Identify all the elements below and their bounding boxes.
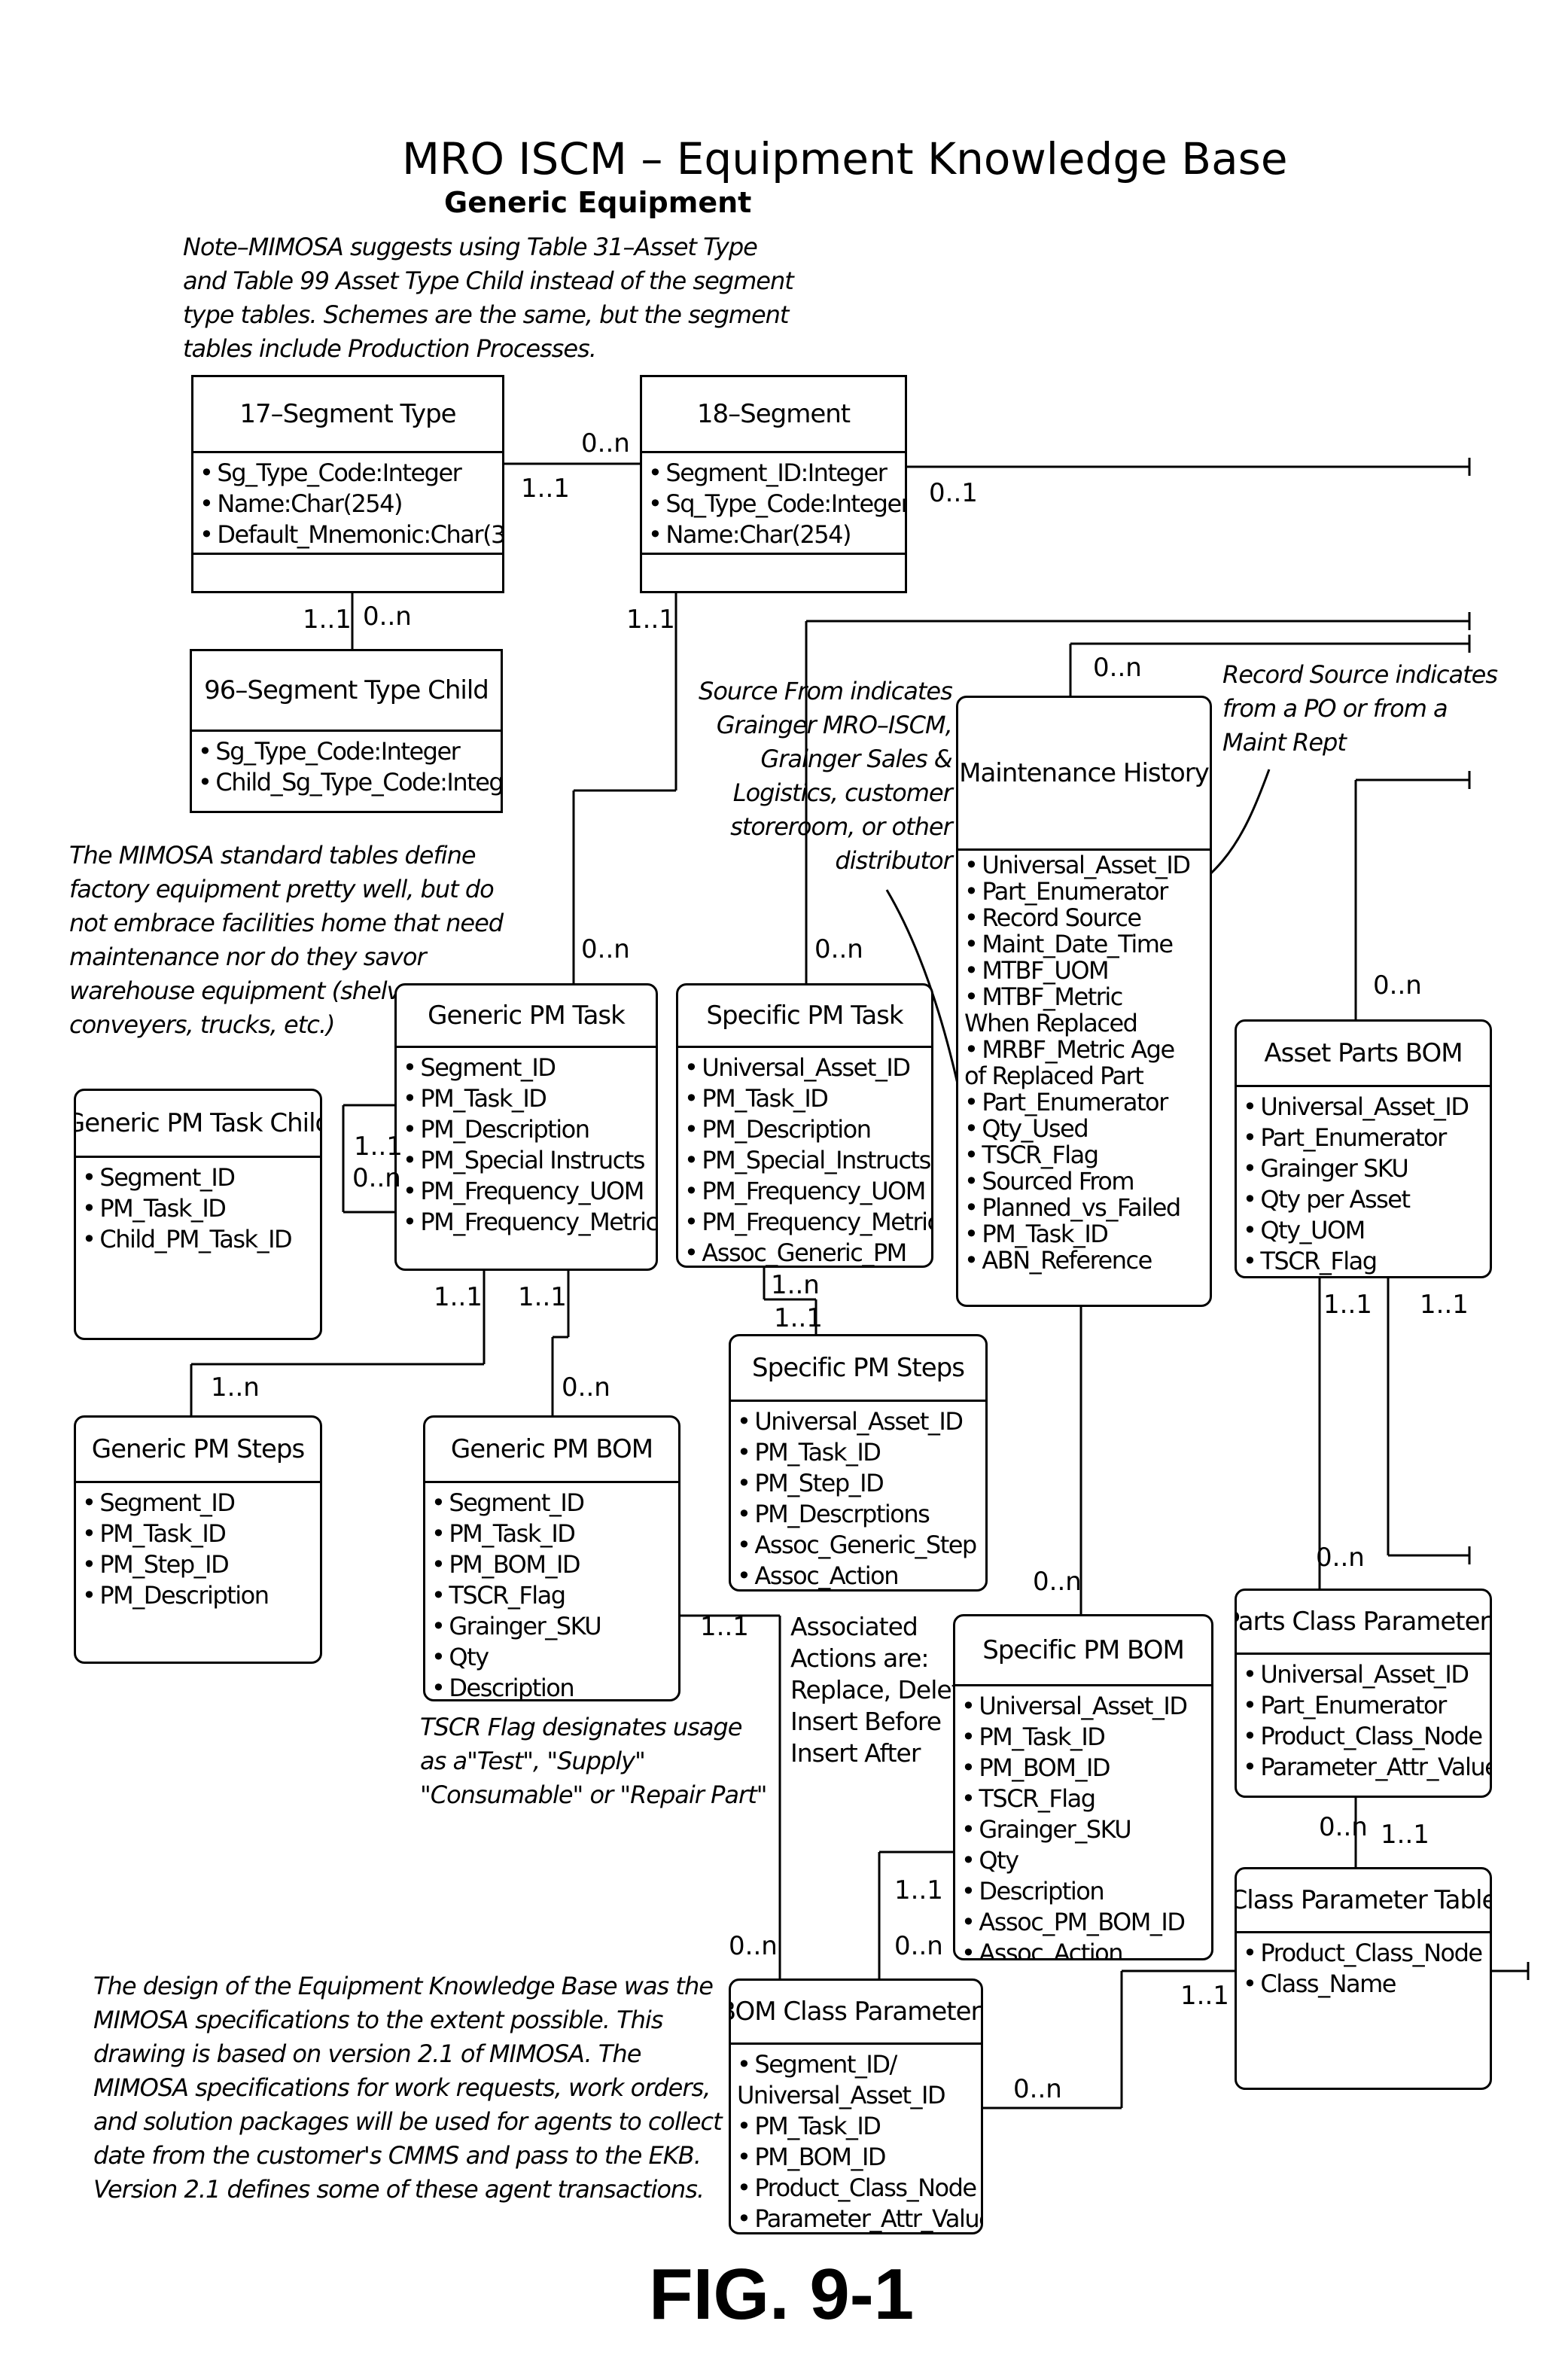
entity-title: Maintenance History bbox=[958, 698, 1210, 851]
cardinality-label: 0..n bbox=[1013, 2076, 1062, 2102]
cardinality-label: 0..1 bbox=[929, 480, 978, 506]
entity-parts-class-parameters: Parts Class Parameters Universal_Asset_I… bbox=[1235, 1589, 1492, 1798]
entity-generic-pm-task-child: Generic PM Task Child Segment_ID PM_Task… bbox=[74, 1089, 322, 1340]
cardinality-label: 1..1 bbox=[626, 607, 675, 632]
entity-fields: Segment_ID:Integer Sq_Type_Code:Integer … bbox=[642, 453, 905, 550]
entity-generic-pm-bom: Generic PM BOM Segment_ID PM_Task_ID PM_… bbox=[423, 1415, 680, 1701]
entity-segment-type-child: 96–Segment Type Child Sg_Type_Code:Integ… bbox=[190, 649, 503, 813]
tscr-flag-note: TSCR Flag designates usage as a"Test", "… bbox=[420, 1710, 766, 1812]
cardinality-label: 1..1 bbox=[1180, 1983, 1229, 2009]
entity-fields: Universal_Asset_ID Part_Enumerator Grain… bbox=[1237, 1087, 1490, 1277]
cardinality-label: 1..1 bbox=[434, 1284, 483, 1310]
cardinality-label: 0..n bbox=[562, 1375, 610, 1400]
entity-title: Specific PM BOM bbox=[955, 1616, 1211, 1686]
cardinality-label: 0..n bbox=[581, 937, 630, 962]
entity-title: 18–Segment bbox=[642, 377, 905, 453]
entity-title: BOM Class Parameters bbox=[731, 1981, 981, 2045]
cardinality-label: 0..n bbox=[729, 1933, 778, 1959]
figure-label: FIG. 9-1 bbox=[649, 2259, 914, 2331]
cardinality-label: 0..n bbox=[814, 937, 863, 962]
entity-specific-pm-task: Specific PM Task Universal_Asset_ID PM_T… bbox=[676, 983, 933, 1268]
entity-segment-type: 17–Segment Type Sg_Type_Code:Integer Nam… bbox=[191, 375, 504, 593]
entity-specific-pm-bom: Specific PM BOM Universal_Asset_ID PM_Ta… bbox=[953, 1614, 1213, 1960]
entity-fields: Universal_Asset_ID Part_Enumerator Recor… bbox=[958, 851, 1210, 1274]
entity-title: Parts Class Parameters bbox=[1237, 1591, 1490, 1655]
entity-fields: Segment_ID PM_Task_ID Child_PM_Task_ID bbox=[76, 1158, 320, 1255]
entity-title: Specific PM Steps bbox=[731, 1336, 985, 1402]
entity-fields: Universal_Asset_ID PM_Task_ID PM_Descrip… bbox=[678, 1048, 931, 1268]
cardinality-label: 1..1 bbox=[1420, 1292, 1469, 1317]
cardinality-label: 1..1 bbox=[1381, 1822, 1429, 1847]
diagram-subtitle: Generic Equipment bbox=[444, 188, 751, 217]
cardinality-label: 1..1 bbox=[303, 607, 352, 632]
cardinality-label: 0..n bbox=[352, 1165, 401, 1191]
entity-title: Asset Parts BOM bbox=[1237, 1022, 1490, 1087]
cardinality-label: 0..n bbox=[894, 1933, 943, 1959]
entity-fields: Universal_Asset_ID PM_Task_ID PM_Step_ID… bbox=[731, 1402, 985, 1592]
entity-fields: Segment_ID PM_Task_ID PM_Description PM_… bbox=[397, 1048, 656, 1238]
entity-fields: Universal_Asset_ID PM_Task_ID PM_BOM_ID … bbox=[955, 1686, 1211, 1960]
associated-actions-note: Associated Actions are: Replace, Delete … bbox=[790, 1611, 975, 1769]
entity-fields: Universal_Asset_ID Part_Enumerator Produ… bbox=[1237, 1655, 1490, 1783]
entity-specific-pm-steps: Specific PM Steps Universal_Asset_ID PM_… bbox=[729, 1334, 988, 1592]
entity-fields: Product_Class_Node Class_Name bbox=[1237, 1933, 1490, 2000]
cardinality-label: 0..n bbox=[363, 604, 412, 629]
entity-title: 96–Segment Type Child bbox=[192, 651, 501, 732]
cardinality-label: 1..n bbox=[211, 1375, 260, 1400]
cardinality-label: 0..n bbox=[1316, 1545, 1365, 1570]
cardinality-label: 0..n bbox=[1373, 973, 1422, 998]
entity-title: Generic PM Task bbox=[397, 985, 656, 1048]
entity-fields: Segment_ID/ Universal_Asset_ID PM_Task_I… bbox=[731, 2045, 981, 2234]
entity-title: 17–Segment Type bbox=[193, 377, 502, 453]
cardinality-label: 1..1 bbox=[354, 1134, 403, 1159]
cardinality-label: 1..1 bbox=[894, 1878, 943, 1903]
cardinality-label: 1..1 bbox=[521, 476, 570, 501]
cardinality-label: 0..n bbox=[1093, 655, 1142, 681]
entity-title: Specific PM Task bbox=[678, 985, 931, 1048]
cardinality-label: 1..1 bbox=[774, 1305, 823, 1331]
diagram-title: MRO ISCM – Equipment Knowledge Base bbox=[402, 137, 1288, 181]
entity-title: Class Parameter Table bbox=[1237, 1869, 1490, 1933]
entity-title: Generic PM Steps bbox=[76, 1418, 320, 1483]
source-from-note: Source From indicates Grainger MRO–ISCM,… bbox=[699, 675, 952, 878]
mimosa-note: Note–MIMOSA suggests using Table 31–Asse… bbox=[183, 230, 793, 366]
entity-bom-class-parameters: BOM Class Parameters Segment_ID/ Univers… bbox=[729, 1978, 983, 2234]
entity-title: Generic PM BOM bbox=[425, 1418, 678, 1483]
entity-title: Generic PM Task Child bbox=[76, 1091, 320, 1158]
entity-maintenance-history: Maintenance History Universal_Asset_ID P… bbox=[956, 696, 1212, 1307]
cardinality-label: 0..n bbox=[1319, 1814, 1368, 1840]
cardinality-label: 1..1 bbox=[700, 1614, 749, 1640]
cardinality-label: 1..1 bbox=[1323, 1292, 1372, 1317]
cardinality-label: 1..n bbox=[771, 1272, 820, 1298]
entity-segment: 18–Segment Segment_ID:Integer Sq_Type_Co… bbox=[640, 375, 907, 593]
entity-fields: Sg_Type_Code:Integer Child_Sg_Type_Code:… bbox=[192, 732, 501, 798]
entity-fields: Segment_ID PM_Task_ID PM_Step_ID PM_Desc… bbox=[76, 1483, 320, 1611]
design-note: The design of the Equipment Knowledge Ba… bbox=[93, 1969, 722, 2207]
entity-asset-parts-bom: Asset Parts BOM Universal_Asset_ID Part_… bbox=[1235, 1019, 1492, 1278]
cardinality-label: 0..n bbox=[581, 431, 630, 456]
entity-class-parameter-table: Class Parameter Table Product_Class_Node… bbox=[1235, 1867, 1492, 2090]
cardinality-label: 0..n bbox=[1033, 1569, 1082, 1595]
entity-fields: Segment_ID PM_Task_ID PM_BOM_ID TSCR_Fla… bbox=[425, 1483, 678, 1701]
entity-generic-pm-steps: Generic PM Steps Segment_ID PM_Task_ID P… bbox=[74, 1415, 322, 1664]
entity-fields: Sg_Type_Code:Integer Name:Char(254) Defa… bbox=[193, 453, 502, 550]
entity-generic-pm-task: Generic PM Task Segment_ID PM_Task_ID PM… bbox=[394, 983, 658, 1271]
cardinality-label: 1..1 bbox=[518, 1284, 567, 1310]
record-source-note: Record Source indicates from a PO or fro… bbox=[1222, 658, 1497, 760]
